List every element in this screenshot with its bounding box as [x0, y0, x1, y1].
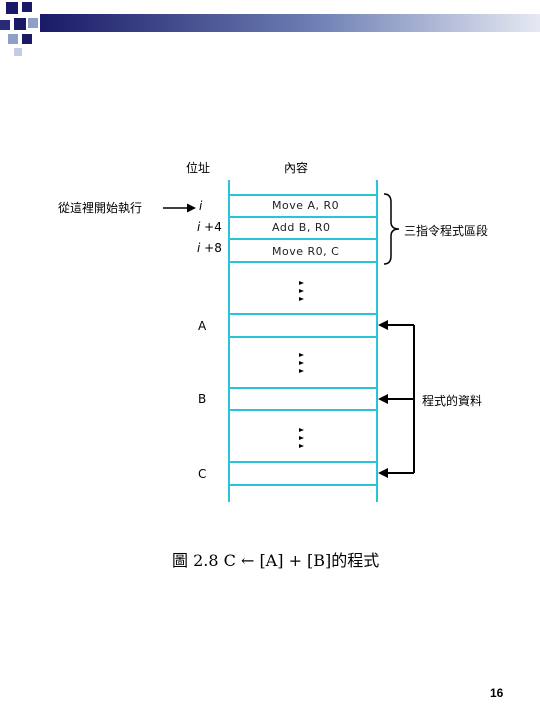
address-offset: +8	[204, 241, 222, 255]
figure-caption: 圖 2.8 C ← [A] + [B]的程式	[172, 551, 380, 570]
header-banner	[0, 2, 540, 56]
page-number: 16	[490, 686, 504, 700]
data-arrows	[378, 320, 415, 478]
address-b: B	[198, 392, 207, 406]
address-header: 位址	[186, 161, 211, 175]
instruction-2: Add B, R0	[272, 221, 331, 234]
address-a: A	[198, 319, 207, 333]
address-i-plus-8: i +8	[197, 241, 222, 255]
address-offset: +4	[204, 220, 222, 234]
program-segment-label: 三指令程式區段	[404, 224, 489, 238]
instruction-3: Move R0, C	[272, 245, 340, 258]
instruction-1: Move A, R0	[272, 199, 340, 212]
address-i-symbol: i	[197, 241, 201, 255]
address-i: i	[199, 199, 203, 213]
address-c: C	[198, 467, 207, 481]
start-label: 從這裡開始執行	[58, 201, 143, 215]
memory-diagram	[228, 180, 378, 502]
address-i-symbol: i	[197, 220, 201, 234]
start-arrow-icon	[163, 203, 196, 213]
program-brace	[383, 193, 400, 265]
program-data-label: 程式的資料	[418, 394, 487, 408]
ellipsis-dots	[299, 281, 304, 448]
address-i-plus-4: i +4	[197, 220, 222, 234]
content-header: 內容	[284, 161, 309, 175]
